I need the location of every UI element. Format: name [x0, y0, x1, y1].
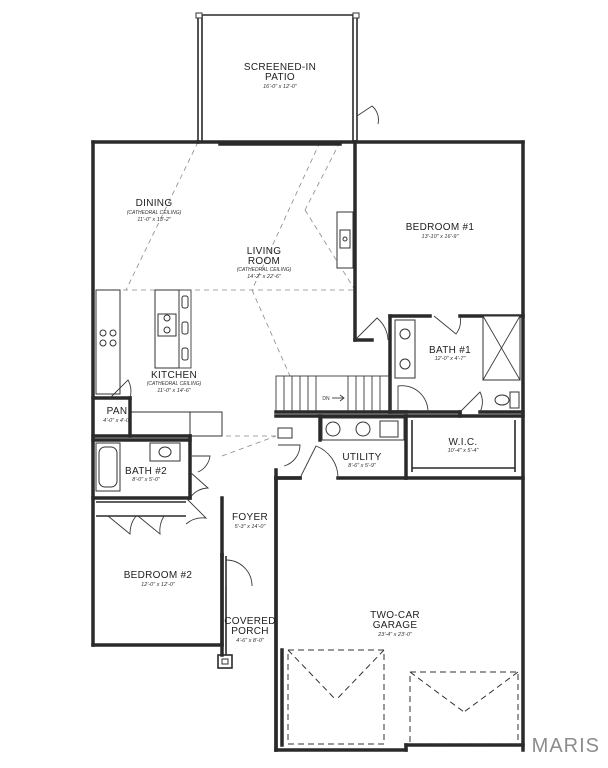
patio-name-line1: SCREENED-IN [244, 62, 316, 73]
utility-name: UTILITY [342, 452, 381, 463]
wic-name: W.I.C. [448, 437, 477, 448]
bath1-fixtures [388, 315, 525, 418]
utility-dims: 8'-6" x 5'-9" [348, 463, 377, 469]
bath2-fixtures [91, 434, 211, 500]
porch-name-line2: PORCH [231, 626, 269, 637]
kitchen-dims: 11'-0" x 14'-6" [157, 388, 191, 394]
living-name-line1: LIVING [247, 246, 282, 257]
cathedral-ceiling-lines [96, 141, 356, 457]
dining-note: (CATHEDRAL CEILING) [127, 210, 182, 216]
bedroom2-name: BEDROOM #2 [124, 570, 193, 581]
bedroom1-name: BEDROOM #1 [406, 222, 475, 233]
garage-walls [274, 476, 519, 752]
stairs [275, 375, 391, 413]
wic-dims: 10'-4" x 5'-4" [448, 448, 480, 454]
living-name-line2: ROOM [248, 256, 280, 267]
patio-walls [195, 12, 379, 146]
dining-name: DINING [136, 198, 173, 209]
bath1-dims: 12'-0" x 4'-7" [435, 356, 467, 362]
bath1-name: BATH #1 [429, 345, 471, 356]
porch-post-inner [221, 658, 229, 665]
garage-name-line1: TWO-CAR [370, 610, 420, 621]
dining-dims: 11'-0" x 13'-2" [137, 217, 171, 223]
front-door-swing [225, 559, 253, 587]
foyer-name: FOYER [232, 512, 268, 523]
garage-name-line2: GARAGE [373, 620, 418, 631]
fireplace [336, 211, 354, 269]
porch-name-line1: COVERED [224, 616, 276, 627]
bedroom2-dims: 12'-0" x 12'-0" [141, 582, 176, 588]
living-dims: 14'-2" x 22'-6" [247, 274, 282, 280]
bath2-dims: 8'-0" x 5'-0" [132, 477, 161, 483]
utility-walls [274, 410, 408, 480]
garage-dims: 23'-4" x 23'-0" [377, 632, 413, 638]
wic-walls [404, 414, 525, 480]
kitchen-name: KITCHEN [151, 370, 197, 381]
kitchen-note: (CATHEDRAL CEILING) [147, 381, 202, 387]
pantry-name: PAN [107, 406, 128, 417]
foyer-dims: 5'-3" x 14'-0" [235, 524, 267, 530]
pantry-dims: 4'-0" x 4'-0" [103, 418, 132, 424]
porch-post [217, 654, 233, 669]
pantry-walls [91, 379, 192, 438]
stairs-label: DN [322, 396, 330, 402]
patio-name-line2: PATIO [265, 72, 295, 83]
bedroom1-dims: 13'-10" x 16'-9" [422, 234, 460, 240]
living-note: (CATHEDRAL CEILING) [237, 267, 292, 273]
porch-dims: 4'-6" x 8'-0" [236, 638, 265, 644]
patio-dims: 16'-0" x 12'-0" [263, 84, 298, 90]
bath2-name: BATH #2 [125, 466, 167, 477]
bedroom2-walls [91, 496, 224, 557]
maris-watermark: MARIS [531, 735, 600, 757]
